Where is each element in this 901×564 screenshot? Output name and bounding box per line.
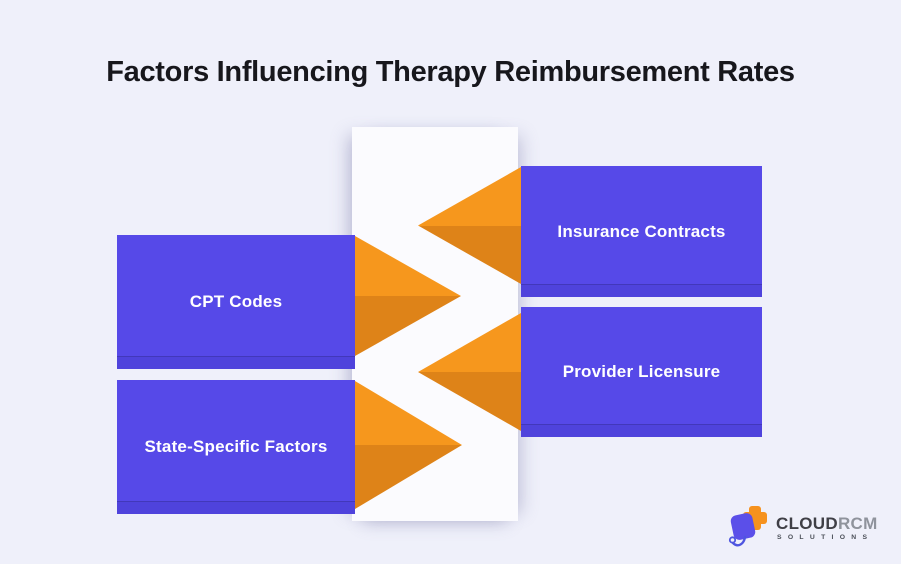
box-bottom-edge [117, 501, 355, 514]
box-bottom-edge [521, 424, 762, 437]
brand-subtitle: SOLUTIONS [777, 534, 874, 542]
factor-box-insurance-contracts: Insurance Contracts [521, 166, 762, 297]
factor-box-cpt-codes: CPT Codes [117, 235, 355, 369]
cloudrcm-wordmark: CLOUDRCM [776, 513, 878, 533]
factor-box-provider-licensure: Provider Licensure [521, 307, 762, 437]
page-title: Factors Influencing Therapy Reimbursemen… [106, 56, 795, 88]
cloudrcm-logo: CLOUDRCM SOLUTIONS [728, 504, 878, 552]
cloudrcm-logo-text: CLOUDRCM SOLUTIONS [776, 513, 878, 542]
box-bottom-edge [521, 284, 762, 297]
factor-label: State-Specific Factors [144, 437, 328, 456]
factor-label: CPT Codes [189, 292, 283, 311]
box-bottom-edge [117, 356, 355, 369]
factor-box-state-specific-factors: State-Specific Factors [117, 380, 355, 514]
brand-secondary: RCM [837, 513, 878, 533]
factor-label: Provider Licensure [562, 362, 721, 381]
factor-label: Insurance Contracts [557, 221, 726, 241]
cloudrcm-logo-icon [728, 506, 767, 547]
brand-primary: CLOUD [776, 513, 838, 533]
